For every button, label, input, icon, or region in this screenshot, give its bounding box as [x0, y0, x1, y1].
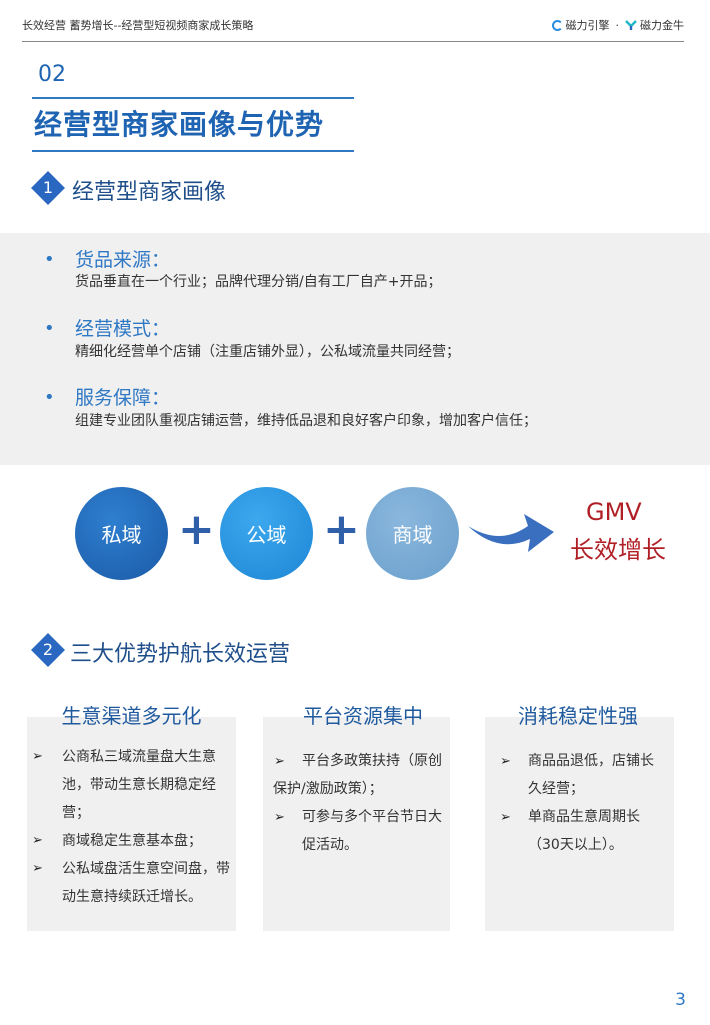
cili-engine-logo-icon	[551, 19, 563, 31]
profile-item-title: 货品来源：	[75, 249, 171, 271]
card-item: 公商私三域流量盘大生意池，带动生意长期稳定经营；	[62, 749, 216, 821]
profile-item-title: 服务保障：	[75, 387, 171, 409]
profile-item-desc: 货品垂直在一个行业；品牌代理分销/自有工厂自产+开品；	[75, 274, 442, 290]
subheading-1-title: 经营型商家画像	[72, 180, 227, 205]
section-rule-bottom	[32, 150, 354, 152]
card-item: 可参与多个平台节日大促活动。	[302, 809, 442, 853]
logo1-text: 磁力引擎	[565, 19, 610, 32]
header-title: 长效经营 蓄势增长--经营型短视频商家成长策略	[22, 19, 254, 32]
card-title: 平台资源集中	[303, 704, 423, 728]
profile-item-desc: 组建专业团队重视店铺运营，维持低品退和良好客户印象，增加客户信任；	[75, 413, 537, 429]
page-number: 3	[675, 990, 686, 1010]
card-item: 商域稳定生意基本盘；	[62, 833, 202, 849]
arrow-bullet-icon: ➢	[500, 754, 511, 769]
arrow-bullet-icon: ➢	[32, 833, 43, 848]
profile-item-desc: 精细化经营单个店铺（注重店铺外显），公私域流量共同经营；	[75, 344, 460, 360]
advantage-card-1	[27, 717, 236, 931]
gmv-label: GMV	[586, 498, 642, 526]
header-divider	[22, 41, 684, 42]
arrow-bullet-icon: ➢	[32, 749, 43, 764]
subheading-1-number: 1	[42, 178, 54, 197]
bullet-icon: •	[44, 249, 55, 270]
plus-sign: +	[323, 504, 360, 555]
card-item: 平台多政策扶持（原创保护/激励政策）；	[273, 753, 442, 797]
header-logos: 磁力引擎 · 磁力金牛	[551, 17, 684, 33]
section-rule-top	[32, 97, 354, 99]
section-title: 经营型商家画像与优势	[34, 108, 325, 141]
logo-separator: ·	[615, 18, 620, 32]
public-domain-circle: 公域	[220, 487, 313, 580]
gmv-growth-label: 长效增长	[570, 536, 666, 564]
card-title: 生意渠道多元化	[61, 704, 202, 728]
arrow-bullet-icon: ➢	[274, 754, 285, 769]
card-title: 消耗稳定性强	[518, 704, 638, 728]
arrow-bullet-icon: ➢	[32, 861, 43, 876]
arrow-bullet-icon: ➢	[274, 810, 285, 825]
commercial-domain-circle: 商域	[366, 487, 459, 580]
arrow-bullet-icon: ➢	[500, 810, 511, 825]
plus-sign: +	[178, 504, 215, 555]
card-item: 单商品生意周期长（30天以上）。	[528, 809, 640, 853]
advantage-card-2	[263, 717, 450, 931]
curved-arrow-icon	[466, 506, 556, 562]
profile-band	[0, 233, 710, 465]
subheading-2-title: 三大优势护航长效运营	[70, 642, 291, 667]
profile-item-title: 经营模式：	[75, 318, 171, 340]
section-number: 02	[38, 62, 66, 87]
card-item: 商品品退低，店铺长久经营；	[528, 753, 654, 797]
cili-jinniu-logo-icon	[625, 19, 637, 31]
bullet-icon: •	[44, 387, 55, 408]
private-domain-circle: 私域	[75, 487, 168, 580]
card-item: 公私域盘活生意空间盘，带动生意持续跃迁增长。	[62, 861, 230, 905]
bullet-icon: •	[44, 318, 55, 339]
logo2-text: 磁力金牛	[640, 19, 684, 32]
subheading-2-number: 2	[42, 640, 54, 659]
advantage-card-3	[485, 717, 674, 931]
